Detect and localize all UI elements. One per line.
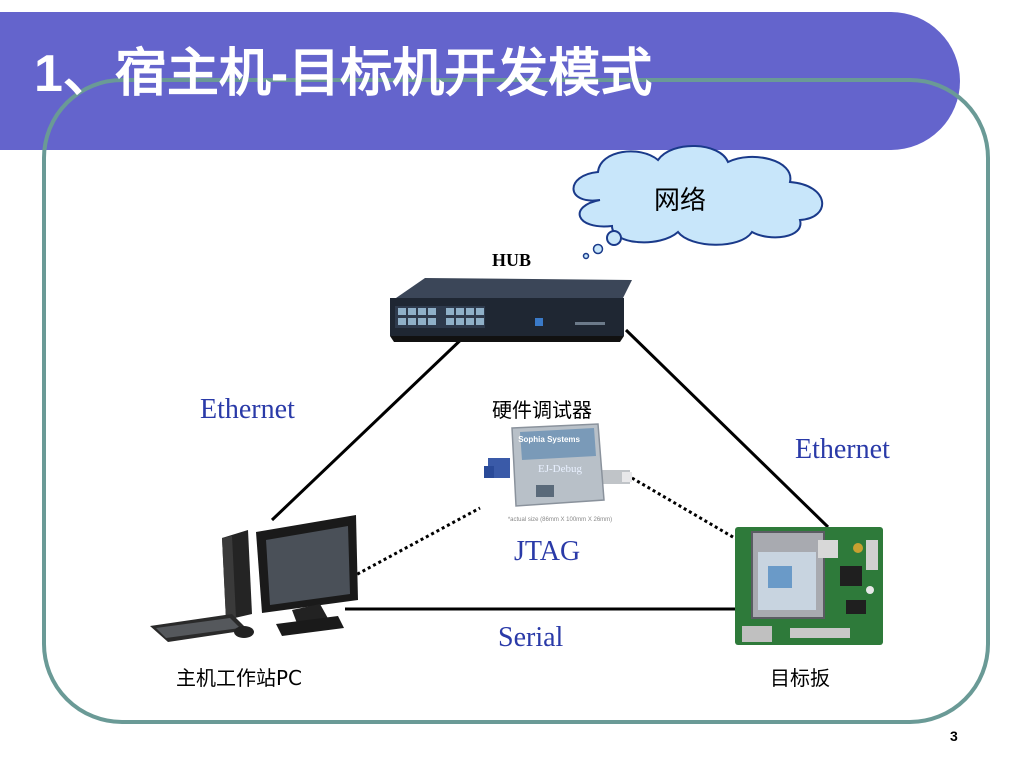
debugger-caption-text: *actual size (86mm X 100mm X 26mm) <box>508 517 612 523</box>
ethernet-link-right <box>624 328 830 529</box>
target-board-label: 目标扳 <box>770 666 830 690</box>
hub-icon <box>390 278 632 342</box>
debugger-model-text: EJ-Debug <box>538 463 582 475</box>
ethernet-right-label: Ethernet <box>795 434 890 465</box>
hub-label: HUB <box>492 250 532 270</box>
host-pc-label: 主机工作站PC <box>176 666 303 690</box>
target-board-icon <box>735 527 883 645</box>
cloud-label: 网络 <box>654 186 707 216</box>
debugger-label: 硬件调试器 <box>492 398 592 422</box>
slide-title: 1、宿主机-目标机开发模式 <box>34 45 653 103</box>
host-pc-icon <box>150 515 358 642</box>
debugger-icon: Sophia Systems EJ-Debug *actual size (86… <box>484 423 632 523</box>
page-number: 3 <box>950 728 958 744</box>
title-underline <box>0 150 960 158</box>
network-cloud <box>572 145 824 260</box>
slide-frame <box>42 78 990 724</box>
jtag-label: JTAG <box>514 536 581 567</box>
jtag-link-right <box>631 476 739 542</box>
serial-label: Serial <box>498 622 564 653</box>
jtag-link-left <box>351 506 481 579</box>
debugger-brand-text: Sophia Systems <box>518 435 580 444</box>
ethernet-link-left <box>270 331 470 522</box>
ethernet-left-label: Ethernet <box>200 394 295 425</box>
